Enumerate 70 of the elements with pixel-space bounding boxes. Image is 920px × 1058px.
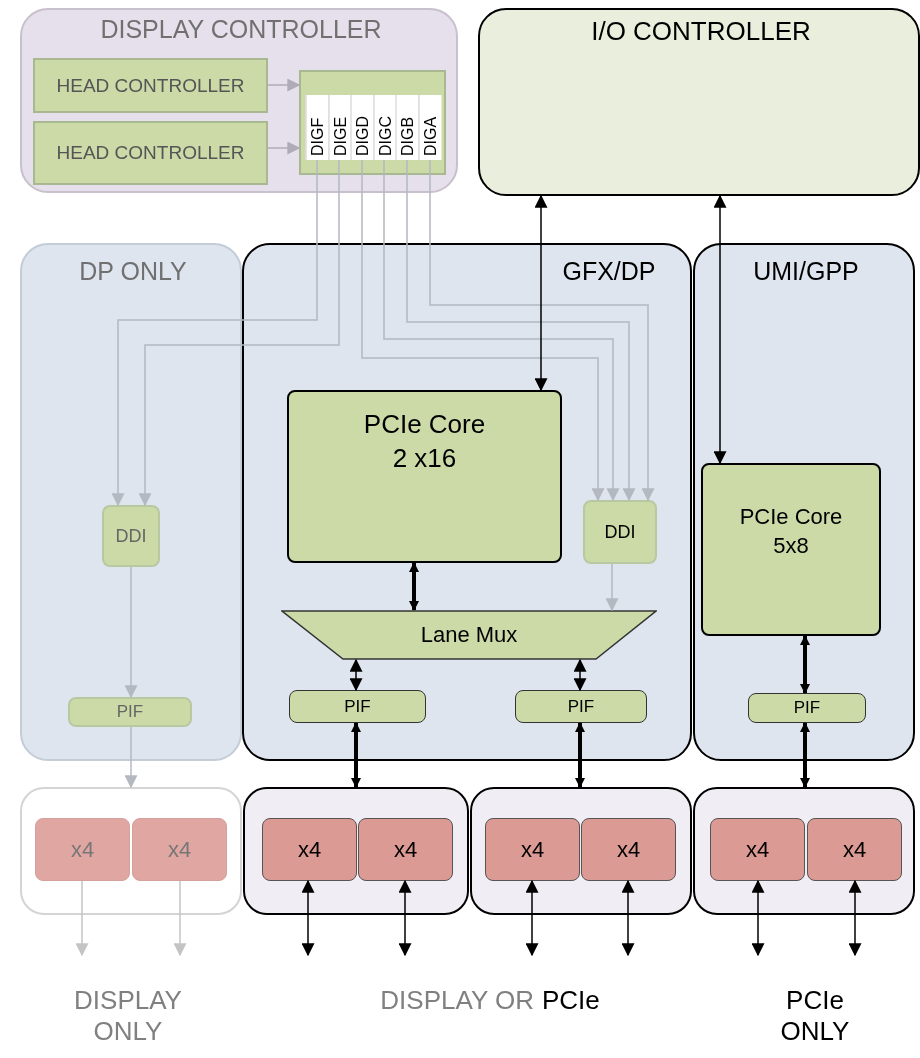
port-cell: DIGE [328,95,351,160]
region-panel [242,243,692,761]
arrow [398,879,412,957]
lane-box: x4 [358,818,453,881]
arrow [124,566,138,699]
lane-box: x4 [35,818,130,881]
arrow [267,78,301,92]
arrow [173,880,187,957]
arrow [713,194,727,465]
lane-group-panel [243,787,469,915]
arrow [408,561,420,612]
port-block [299,70,446,175]
arrow [267,141,301,155]
pif-box: PIF [289,690,426,723]
arrow [605,563,619,612]
port-cell: DIGD [351,95,374,160]
pcie-core-box: PCIe Core 2 x16 [287,390,562,563]
port-cell: DIGC [373,95,396,160]
panel-title: DP ONLY [78,257,188,286]
arrow [848,879,862,957]
arrow [301,879,315,957]
footer-label: PCIe ONLY [779,985,851,1048]
arrow [350,721,362,789]
arrow [75,880,89,957]
arrow [429,159,655,502]
arrow [573,658,587,692]
pif-box: PIF [68,697,192,727]
arrow [534,194,548,392]
lane-group-panel [693,787,915,915]
lane-mux-trapezoid: Lane Mux [281,610,657,660]
port-cell: DIGA [418,95,441,160]
arrow [349,658,363,692]
footer-label: PCIe [542,985,601,1017]
lane-group-panel [470,787,692,915]
port-cell: DIGB [396,95,419,160]
region-panel [20,243,242,761]
region-panel [693,243,915,761]
head-controller-box: HEAD CONTROLLER [33,121,268,185]
panel-title: DISPLAY CONTROLLER [99,15,383,44]
pcie-core-box: PCIe Core 5x8 [701,463,881,636]
arrow [574,721,586,789]
lane-box: x4 [262,818,357,881]
pif-box: PIF [515,690,647,723]
lane-group-panel [20,787,242,915]
lane-box: x4 [485,818,580,881]
port-cell: DIGF [306,95,329,160]
arrow [138,159,340,507]
ddi-box: DDI [102,505,160,567]
arrow [621,879,635,957]
lane-box: x4 [132,818,227,881]
arrow [406,159,636,502]
arrow [124,726,138,789]
panel-title: UMI/GPP [752,257,860,286]
panel-title: I/O CONTROLLER [590,16,812,47]
footer-label: DISPLAY OR [379,985,534,1017]
panel-title: GFX/DP [561,257,657,286]
head-controller-box: HEAD CONTROLLER [33,58,268,113]
arrow [525,879,539,957]
footer-label: DISPLAY ONLY [73,985,183,1048]
display-controller-panel [20,8,458,193]
arrow [751,879,765,957]
io-controller-panel [478,8,920,196]
pif-box: PIF [748,693,866,723]
arrow [799,721,811,789]
lane-box: x4 [710,818,805,881]
arrow [111,159,318,507]
ddi-box: DDI [583,500,657,564]
arrow [799,634,811,695]
lane-box: x4 [807,818,902,881]
lane-box: x4 [581,818,676,881]
